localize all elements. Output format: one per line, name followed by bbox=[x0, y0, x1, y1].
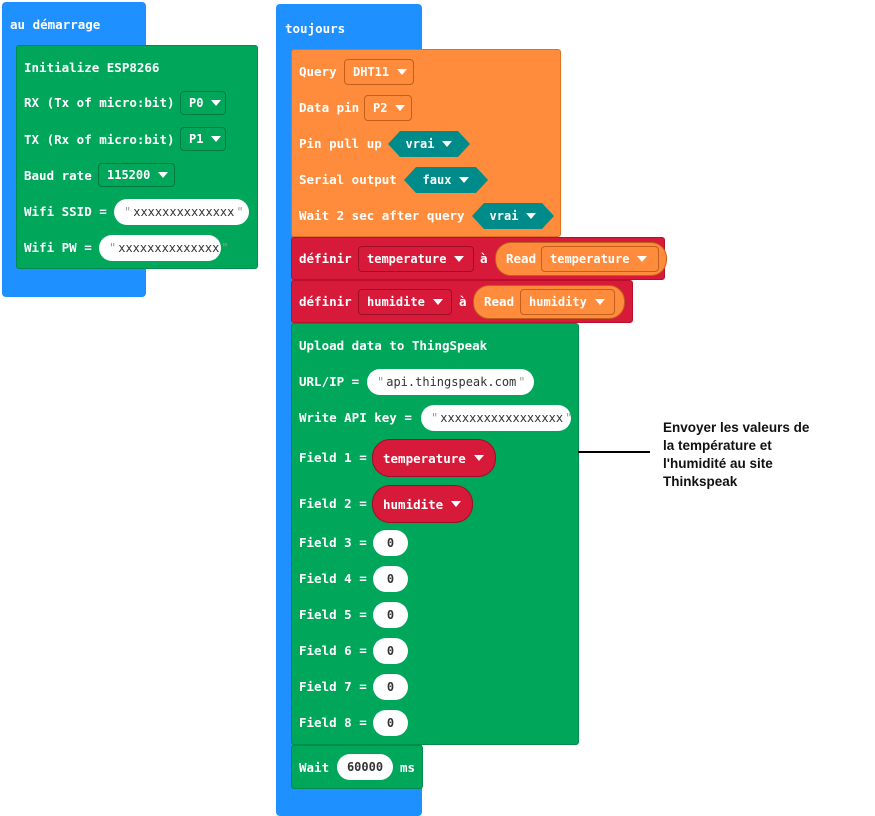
read-label: Read bbox=[506, 251, 537, 266]
ssid-input[interactable]: "xxxxxxxxxxxxxx" bbox=[114, 199, 249, 225]
read-temperature-dropdown[interactable]: temperature bbox=[541, 246, 659, 272]
humidity-variable-dropdown[interactable]: humidite bbox=[358, 289, 452, 315]
field-4-label: Field 4 = bbox=[299, 571, 367, 586]
tx-pin-dropdown[interactable]: P1 bbox=[180, 127, 226, 151]
field-1-variable[interactable]: temperature bbox=[372, 439, 496, 477]
annotation-text: Envoyer les valeurs de la température et… bbox=[663, 420, 810, 489]
set-humidity-block[interactable]: définir humidite à Read humidity bbox=[291, 280, 633, 323]
field-3-input[interactable]: 0 bbox=[373, 530, 408, 556]
field-7-input[interactable]: 0 bbox=[373, 674, 408, 700]
temperature-variable-dropdown[interactable]: temperature bbox=[358, 246, 474, 272]
field-2-variable[interactable]: humidite bbox=[372, 485, 473, 523]
upload-title: Upload data to ThingSpeak bbox=[299, 338, 488, 353]
ms-unit-label: ms bbox=[400, 760, 416, 775]
field-4-input[interactable]: 0 bbox=[373, 566, 408, 592]
field-1-label: Field 1 = bbox=[299, 450, 367, 465]
rx-label: RX (Tx of micro:bit) bbox=[24, 95, 175, 110]
rx-pin-dropdown[interactable]: P0 bbox=[180, 91, 226, 115]
chevron-down-icon bbox=[454, 256, 465, 262]
wait-label: Wait bbox=[299, 760, 330, 775]
field-6-input[interactable]: 0 bbox=[373, 638, 408, 664]
field-2-label: Field 2 = bbox=[299, 496, 367, 511]
wait-block[interactable]: Wait 60000 ms bbox=[291, 745, 423, 789]
url-input[interactable]: "api.thingspeak.com" bbox=[367, 369, 534, 395]
chevron-down-icon bbox=[451, 501, 462, 507]
api-key-label: Write API key = bbox=[299, 410, 412, 425]
field-8-label: Field 8 = bbox=[299, 715, 367, 730]
field-5-input[interactable]: 0 bbox=[373, 602, 408, 628]
url-label: URL/IP = bbox=[299, 374, 360, 389]
chevron-down-icon bbox=[211, 136, 222, 142]
chevron-down-icon bbox=[158, 172, 169, 178]
wifi-pw-input[interactable]: "xxxxxxxxxxxxxx" bbox=[99, 235, 229, 261]
data-pin-dropdown[interactable]: P2 bbox=[364, 95, 412, 121]
pull-up-boolean[interactable]: vrai bbox=[388, 131, 470, 157]
wifi-pw-label: Wifi PW = bbox=[24, 240, 92, 255]
sensor-type-dropdown[interactable]: DHT11 bbox=[344, 59, 414, 85]
set-label: définir bbox=[299, 294, 352, 309]
wait-after-query-boolean[interactable]: vrai bbox=[472, 203, 554, 229]
field-3-label: Field 3 = bbox=[299, 535, 367, 550]
serial-output-label: Serial output bbox=[299, 172, 397, 187]
read-humidity-dropdown[interactable]: humidity bbox=[520, 289, 615, 315]
annotation-connector-line bbox=[578, 451, 650, 453]
serial-output-boolean[interactable]: faux bbox=[404, 167, 488, 193]
data-pin-label: Data pin bbox=[299, 100, 360, 115]
thingspeak-upload-block[interactable]: Upload data to ThingSpeak URL/IP = "api.… bbox=[291, 323, 579, 745]
field-7-label: Field 7 = bbox=[299, 679, 367, 694]
chevron-down-icon bbox=[526, 213, 536, 219]
to-label: à bbox=[480, 251, 488, 266]
chevron-down-icon bbox=[211, 100, 222, 106]
field-8-input[interactable]: 0 bbox=[373, 710, 408, 736]
ssid-label: Wifi SSID = bbox=[24, 204, 107, 219]
chevron-down-icon bbox=[395, 105, 406, 111]
dht-query-block[interactable]: Query DHT11 Data pin P2 Pin pull up vrai… bbox=[291, 49, 561, 237]
to-label: à bbox=[459, 294, 467, 309]
chevron-down-icon bbox=[637, 256, 648, 262]
esp8266-init-title: Initialize ESP8266 bbox=[24, 60, 160, 75]
wait-ms-input[interactable]: 60000 bbox=[337, 754, 393, 780]
read-label: Read bbox=[484, 294, 515, 309]
chevron-down-icon bbox=[459, 177, 469, 183]
field-5-label: Field 5 = bbox=[299, 607, 367, 622]
field-6-label: Field 6 = bbox=[299, 643, 367, 658]
chevron-down-icon bbox=[432, 299, 443, 305]
baud-rate-dropdown[interactable]: 115200 bbox=[98, 163, 175, 187]
chevron-down-icon bbox=[594, 299, 605, 305]
forever-title: toujours bbox=[285, 21, 346, 36]
query-label: Query bbox=[299, 64, 337, 79]
api-key-input[interactable]: "xxxxxxxxxxxxxxxxx" bbox=[421, 405, 572, 431]
baud-label: Baud rate bbox=[24, 168, 92, 183]
set-label: définir bbox=[299, 251, 352, 266]
chevron-down-icon bbox=[442, 141, 452, 147]
chevron-down-icon bbox=[397, 69, 408, 75]
chevron-down-icon bbox=[473, 455, 484, 461]
wait-after-query-label: Wait 2 sec after query bbox=[299, 208, 465, 223]
esp8266-init-block[interactable]: Initialize ESP8266 RX (Tx of micro:bit) … bbox=[16, 45, 258, 269]
on-start-title: au démarrage bbox=[10, 17, 101, 32]
set-temperature-block[interactable]: définir temperature à Read temperature bbox=[291, 237, 667, 280]
tx-label: TX (Rx of micro:bit) bbox=[24, 132, 175, 147]
pin-pull-up-label: Pin pull up bbox=[299, 136, 382, 151]
